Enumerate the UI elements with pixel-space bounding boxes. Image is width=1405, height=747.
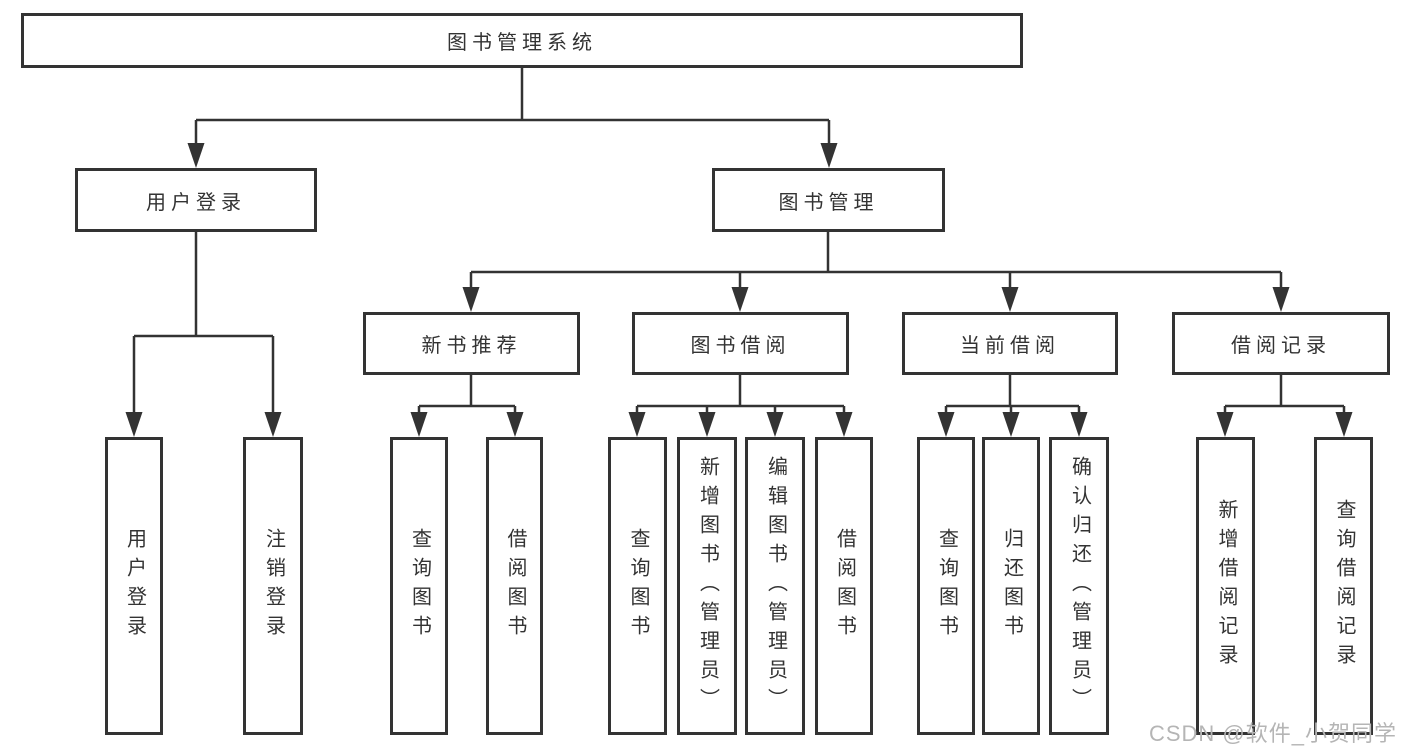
leaf-query-borrow-record: 查询借阅记录 [1314, 437, 1373, 735]
leaf-user-login: 用户登录 [105, 437, 163, 735]
node-label: 借阅图书 [833, 528, 856, 644]
node-label: 注销登录 [262, 528, 285, 644]
node-label: 当前借阅 [960, 335, 1060, 357]
node-label: 借阅记录 [1231, 335, 1331, 357]
arrowhead [698, 412, 716, 437]
arrowhead [125, 412, 143, 437]
arrowhead [1001, 287, 1019, 312]
arrowhead [835, 412, 853, 437]
node-label: 查询借阅记录 [1333, 499, 1355, 673]
arrowhead [937, 412, 955, 437]
leaf-query-books-recommend: 查询图书 [390, 437, 448, 735]
node-user-login: 用户登录 [75, 168, 317, 232]
edge-new-book-branch [417, 375, 517, 417]
node-label: 新增借阅记录 [1215, 499, 1237, 673]
csdn-watermark: CSDN @软件_小贺同学 [1148, 721, 1397, 746]
arrowhead [731, 287, 749, 312]
node-book-borrowing: 图书借阅 [632, 312, 849, 375]
leaf-borrow-books-recommend: 借阅图书 [486, 437, 543, 735]
arrowhead [1070, 412, 1088, 437]
arrowhead [1002, 412, 1020, 437]
arrowhead [766, 412, 784, 437]
leaf-logout: 注销登录 [243, 437, 303, 735]
leaf-borrow-books: 借阅图书 [815, 437, 873, 735]
node-book-management: 图书管理 [712, 168, 945, 232]
arrowhead [506, 412, 524, 437]
node-label: 新书推荐 [421, 335, 522, 357]
node-borrowing-records: 借阅记录 [1172, 312, 1390, 375]
arrowhead [1216, 412, 1234, 437]
leaf-query-books-borrow: 查询图书 [608, 437, 667, 735]
node-label: 新增图书（管理员） [696, 455, 719, 717]
node-root: 图书管理系统 [21, 13, 1023, 68]
node-label: 确认归还（管理员） [1068, 455, 1091, 717]
arrowhead [1335, 412, 1353, 437]
edge-book-mgmt-branch [469, 232, 1283, 292]
node-label: 图书管理 [778, 191, 879, 214]
arrowhead [264, 412, 282, 437]
node-label: 用户登录 [146, 191, 246, 214]
edge-current-borrow-branch [944, 375, 1081, 417]
node-current-borrowing: 当前借阅 [902, 312, 1118, 375]
arrowhead [1272, 287, 1290, 312]
leaf-add-borrow-record: 新增借阅记录 [1196, 437, 1255, 735]
arrowhead [187, 143, 205, 168]
node-label: 编辑图书（管理员） [764, 455, 787, 717]
arrowhead [628, 412, 646, 437]
leaf-return-books: 归还图书 [982, 437, 1040, 735]
edge-book-borrow-branch [635, 375, 846, 417]
edge-user-login-branch [132, 232, 275, 417]
leaf-edit-books-admin: 编辑图书（管理员） [745, 437, 805, 735]
node-label: 用户登录 [123, 528, 146, 644]
node-label: 查询图书 [935, 528, 958, 644]
arrowhead [820, 143, 838, 168]
node-new-book-recommendation: 新书推荐 [363, 312, 580, 375]
edge-root-branch [194, 68, 831, 148]
leaf-query-books-current: 查询图书 [917, 437, 975, 735]
node-label: 图书借阅 [690, 335, 791, 357]
arrowhead [410, 412, 428, 437]
node-label: 查询图书 [627, 528, 649, 644]
leaf-confirm-return-admin: 确认归还（管理员） [1049, 437, 1109, 735]
leaf-add-books-admin: 新增图书（管理员） [677, 437, 737, 735]
node-label: 借阅图书 [504, 528, 526, 644]
node-label: 查询图书 [408, 528, 431, 644]
node-label: 归还图书 [1000, 528, 1023, 644]
edge-records-branch [1223, 375, 1346, 417]
node-label: 图书管理系统 [447, 32, 597, 54]
arrowhead [462, 287, 480, 312]
